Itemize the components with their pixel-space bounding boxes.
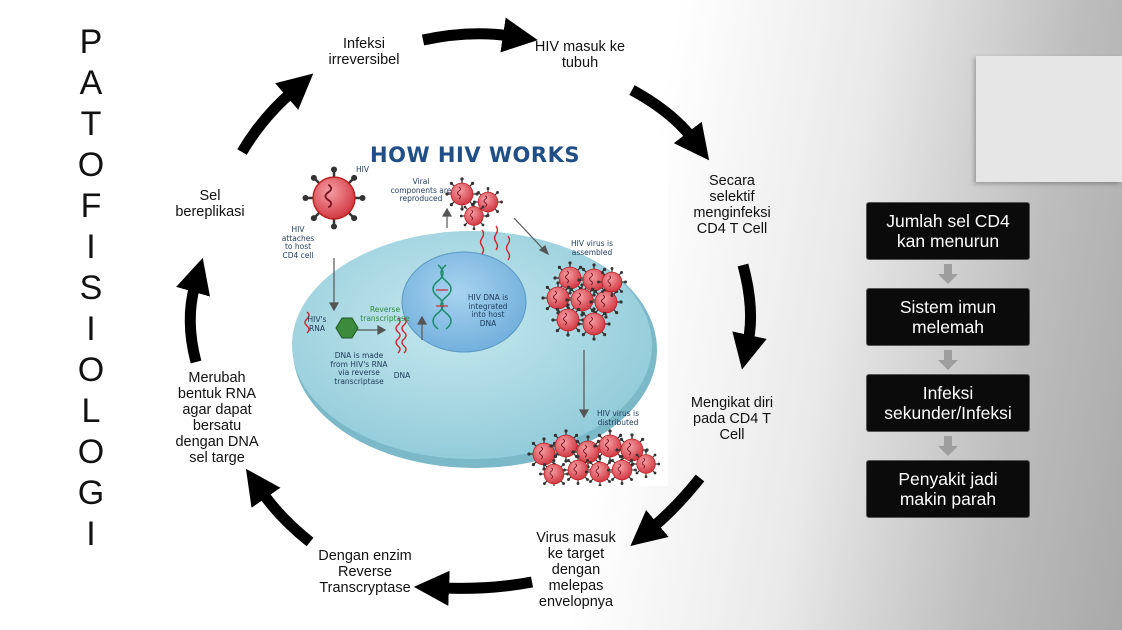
arrow-top-left	[237, 73, 314, 155]
decorative-corner-panel	[976, 56, 1122, 182]
how-hiv-works-illustration: HOW HIV WORKS	[282, 140, 668, 486]
title-letter: F	[80, 187, 102, 225]
flow-box-imun-melemah: Sistem imun melemah	[866, 288, 1030, 346]
title-letter: I	[86, 228, 96, 266]
node-virus-masuk: Virus masuk ke target dengan melepas env…	[536, 530, 616, 610]
label-assembled: HIV virus is assembled	[570, 239, 613, 257]
title-letter: S	[79, 269, 103, 307]
title-letter: A	[79, 64, 103, 102]
title-letter: O	[77, 351, 105, 389]
flow-box-infeksi-sekunder: Infeksi sekunder/Infeksi	[866, 374, 1030, 432]
illustration-title: HOW HIV WORKS	[370, 143, 580, 167]
title-letter: G	[77, 474, 105, 512]
node-menginfeksi-cd4: Secara selektif menginfeksi CD4 T Cell	[693, 173, 771, 237]
title-letter: I	[86, 310, 96, 348]
label-attaches: HIV attaches to host CD4 cell	[281, 225, 315, 260]
flow-arrow-icon	[938, 264, 958, 284]
label-dna-made: DNA is made from HIV's RNA via reverse t…	[330, 351, 388, 386]
title-letter: O	[77, 146, 105, 184]
node-sel-bereplikasi: Sel bereplikasi	[175, 188, 245, 220]
node-mengikat-diri: Mengikat diri pada CD4 T Cell	[690, 395, 774, 443]
label-distributed: HIV virus is distributed	[596, 409, 639, 427]
flow-box-cd4-menurun: Jumlah sel CD4 kan menurun	[866, 202, 1030, 260]
arrow-bottom-right	[630, 474, 705, 547]
arrow-bottom-left	[245, 468, 314, 547]
title-letter: L	[81, 392, 101, 430]
node-enzim-reverse: Dengan enzim Reverse Transcryptase	[318, 548, 412, 596]
flow-arrow-icon	[938, 436, 958, 456]
vertical-title: P A T O F I S I O L O G I	[76, 22, 106, 555]
label-hiv-rna: HIV's RNA	[307, 315, 327, 333]
flow-arrow-icon	[938, 350, 958, 370]
flow-box-penyakit-parah: Penyakit jadi makin parah	[866, 460, 1030, 518]
title-letter: O	[77, 433, 105, 471]
label-reverse-transcriptase: Reverse transcriptase	[360, 305, 410, 323]
arrow-bottom	[413, 570, 534, 606]
cell-drawing	[292, 165, 661, 486]
node-hiv-masuk: HIV masuk ke tubuh	[534, 39, 626, 71]
node-merubah-rna: Merubah bentuk RNA agar dapat bersatu de…	[175, 370, 259, 466]
title-letter: T	[80, 105, 102, 143]
arrow-top-right	[629, 85, 710, 161]
arrow-left	[176, 257, 210, 364]
arrow-right	[732, 263, 767, 370]
label-dna: DNA	[393, 371, 411, 380]
label-dna-integrated: HIV DNA is integrated into host DNA	[467, 293, 509, 328]
title-letter: P	[79, 23, 103, 61]
node-infeksi-irreversibel: Infeksi irreversibel	[328, 36, 400, 68]
arrow-top	[421, 17, 538, 53]
label-hiv: HIV	[356, 165, 369, 174]
label-viral-components: Viral components are reproduced	[390, 177, 452, 203]
title-letter: I	[86, 515, 96, 553]
